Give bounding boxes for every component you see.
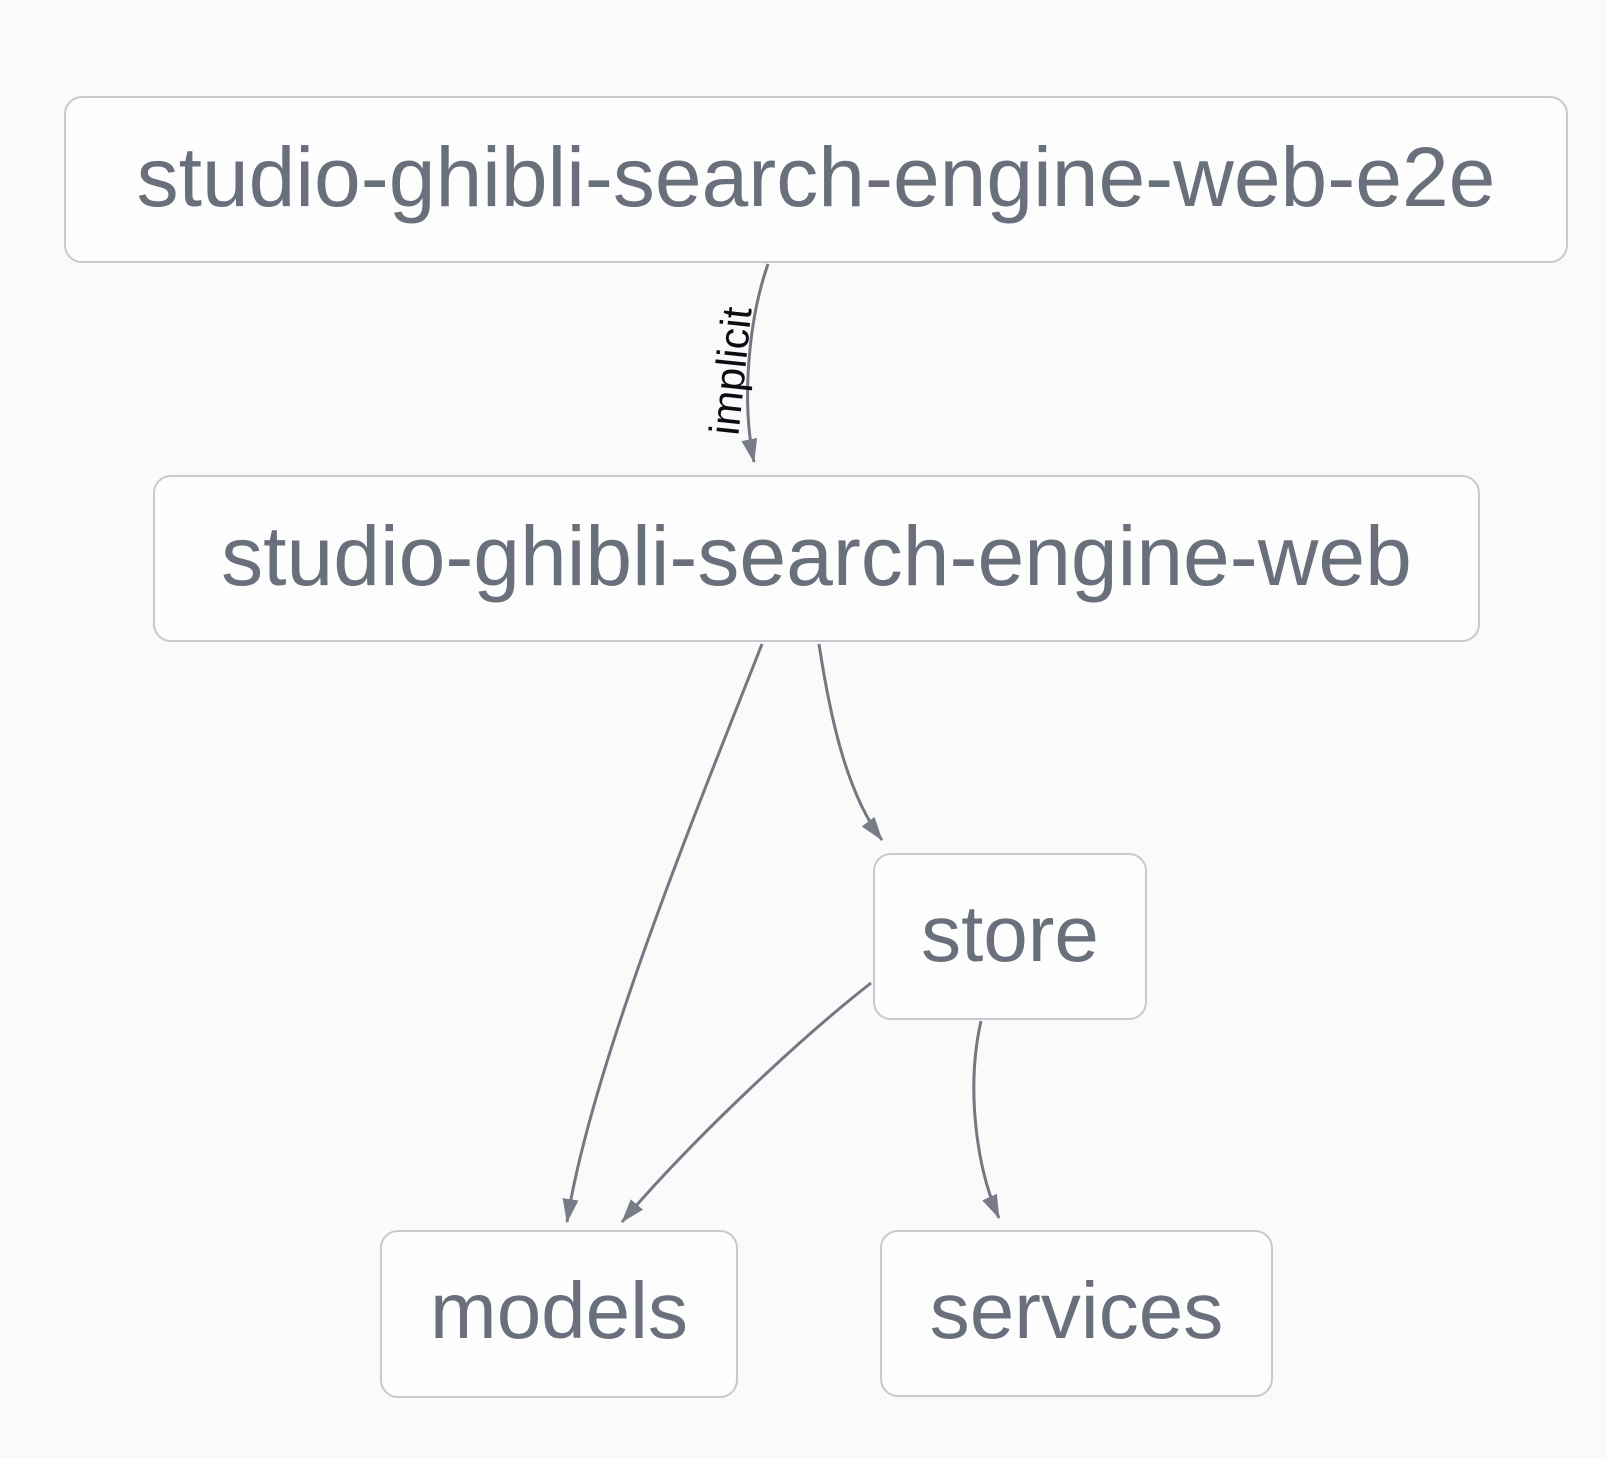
edge-store-to-services xyxy=(972,1020,1001,1219)
node-models[interactable]: models xyxy=(380,1230,738,1398)
node-label: store xyxy=(921,888,1099,978)
node-store[interactable]: store xyxy=(873,853,1147,1020)
node-label: studio-ghibli-search-engine-web-e2e xyxy=(136,129,1496,224)
edge-store-to-models xyxy=(620,981,872,1223)
edge-label-implicit: implicit xyxy=(700,304,761,438)
node-label: services xyxy=(929,1265,1224,1355)
node-label: models xyxy=(430,1266,688,1355)
node-studio-ghibli-search-engine-web-e2e[interactable]: studio-ghibli-search-engine-web-e2e xyxy=(64,96,1568,263)
node-label: studio-ghibli-search-engine-web xyxy=(221,508,1412,603)
edge-web-to-store xyxy=(817,643,884,841)
edge-web-to-models xyxy=(562,643,764,1223)
node-services[interactable]: services xyxy=(880,1230,1273,1397)
node-studio-ghibli-search-engine-web[interactable]: studio-ghibli-search-engine-web xyxy=(153,475,1480,642)
